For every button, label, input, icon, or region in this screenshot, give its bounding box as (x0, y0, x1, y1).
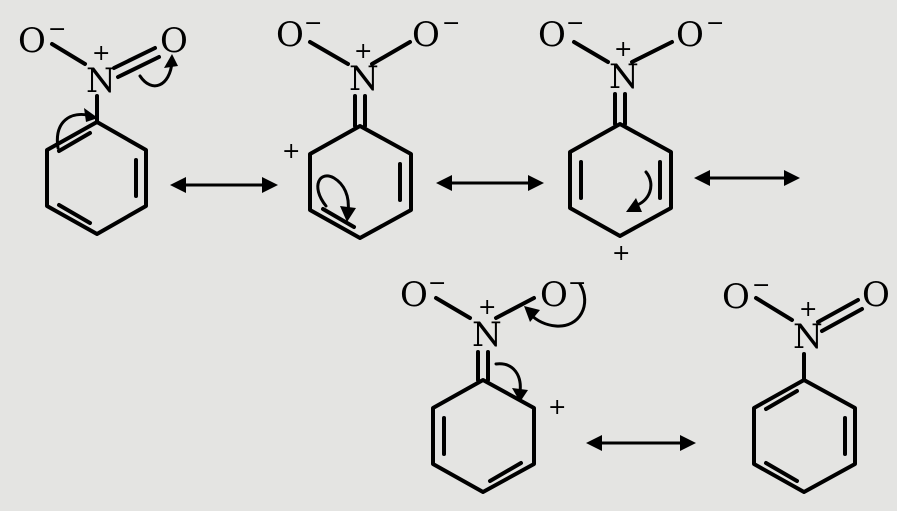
n-o-single-bond (308, 40, 350, 66)
n-o-double-bond (116, 55, 161, 79)
atom-o-left: O (722, 277, 750, 317)
n-o-single-bond (630, 40, 674, 64)
atom-n: N (349, 59, 379, 99)
atom-o-left: O (538, 15, 566, 55)
ring (568, 122, 673, 238)
structure-1-nitrobenzene: O − N + O (18, 17, 188, 236)
curved-electron-arrow (138, 60, 174, 88)
charge-minus: − (442, 11, 460, 36)
benzene-ring (45, 120, 148, 236)
charge-plus: + (92, 41, 110, 66)
resonance-arrow-1 (170, 177, 278, 193)
n-o-single-bond (434, 296, 472, 320)
double-bond (488, 461, 523, 483)
charge-minus: − (428, 271, 446, 296)
charge-plus: + (354, 39, 372, 64)
atom-n: N (472, 315, 502, 355)
atom-n: N (609, 57, 639, 97)
double-bond (57, 131, 92, 153)
n-o-single-bond (494, 296, 536, 320)
atom-o-right: O (160, 21, 188, 61)
atom-n: N (793, 317, 823, 357)
arrow-head (164, 54, 178, 68)
charge-plus: + (799, 297, 817, 322)
double-bond (321, 207, 356, 229)
double-bond (57, 203, 92, 225)
structure-2-ortho-cation: O − N + O − + (276, 11, 460, 240)
n-o-single-bond (370, 40, 412, 66)
curved-electron-arrow (528, 282, 587, 328)
ring (752, 378, 857, 494)
curved-electron-arrow (316, 174, 350, 214)
n-o-double-bond (112, 46, 157, 70)
atom-n: N (86, 61, 116, 101)
n-o-double-bond (820, 307, 864, 333)
charge-minus: − (304, 11, 322, 36)
structure-5-nitrobenzene: O − N + O (722, 273, 890, 494)
charge-minus: − (706, 11, 724, 36)
ring (308, 124, 413, 240)
atom-o-right: O (412, 15, 440, 55)
charge-minus: − (48, 17, 66, 42)
atom-o-right: O (540, 275, 568, 315)
n-o-single-bond (572, 40, 610, 64)
ring (431, 378, 536, 494)
n-o-single-bond (754, 296, 794, 322)
charge-plus: + (614, 37, 632, 62)
curved-electron-arrow (494, 362, 522, 394)
n-o-double-bond (816, 298, 860, 324)
atom-o-left: O (276, 15, 304, 55)
arrow-head (512, 388, 528, 402)
charge-plus: + (612, 241, 630, 266)
charge-plus: + (282, 139, 300, 164)
charge-minus: − (566, 11, 584, 36)
structure-4-ortho-cation: O − N + O − + (400, 271, 587, 494)
n-o-single-bond (50, 42, 87, 66)
resonance-arrow-4 (586, 435, 696, 451)
arrow-head (340, 206, 356, 222)
double-bond (764, 461, 799, 483)
atom-o-right: O (862, 275, 890, 315)
resonance-arrow-3 (694, 170, 800, 186)
arrow-head (524, 306, 540, 322)
resonance-arrow-2 (436, 175, 544, 191)
atom-o-left: O (400, 275, 428, 315)
charge-plus: + (478, 295, 496, 320)
arrow-head (626, 198, 642, 212)
double-bond (764, 389, 799, 411)
atom-o-right: O (676, 15, 704, 55)
structure-3-para-cation: O − N + O − + (538, 11, 724, 266)
arrow-head (84, 108, 98, 122)
charge-plus: + (548, 395, 566, 420)
atom-o-left: O (18, 21, 46, 61)
charge-minus: − (752, 273, 770, 298)
